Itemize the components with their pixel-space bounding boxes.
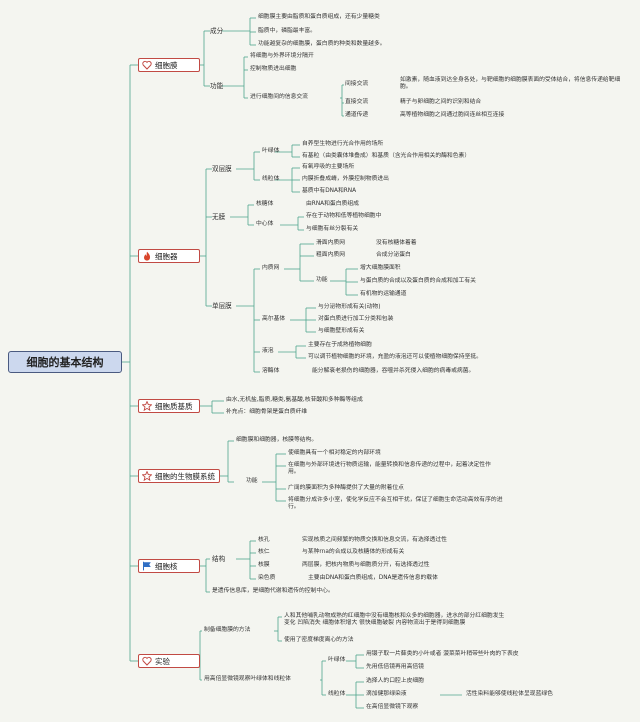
root-node: 细胞的基本结构 [8, 351, 122, 373]
label-channel: 通道传递 [345, 112, 369, 118]
text-line: 由水,无机盐,脂质,糖类,氨基酸,核苷酸和多种酶等组成 [226, 397, 363, 403]
text-line: 补充点：细胞骨架是蛋白质纤维 [226, 409, 308, 415]
label-nucleolus: 核仁 [258, 549, 270, 555]
text-line: 与某种rna的合成以及核糖体的形成有关 [302, 549, 405, 555]
text-line: 活性染料能够使线粒体呈现蓝绿色 [466, 691, 553, 697]
category-cell-membrane: 细胞膜 [138, 58, 200, 72]
text-line: 自养型生物进行光合作用的场所 [302, 141, 384, 147]
text-line: 先用低倍镜再用高倍镜 [366, 664, 424, 670]
label-mitochondria: 线粒体 [262, 176, 280, 182]
label-golgi: 高尔基体 [262, 316, 286, 322]
label-no-membrane: 无膜 [212, 213, 226, 221]
label-nuclear-membrane: 核膜 [258, 562, 270, 568]
text-line: 与蛋白质的合成以及蛋白质的合成和加工有关 [360, 278, 476, 284]
text-line: 脂质中，磷脂最丰富。 [258, 28, 316, 34]
text-line: 使细胞具有一个相对稳定的内部环境 [288, 450, 381, 456]
label-er: 内质网 [262, 265, 280, 271]
text-line: 控制物质进出细胞 [250, 66, 297, 72]
heart-icon [142, 656, 152, 666]
category-organelle: 细胞器 [138, 249, 200, 263]
text-line: 存在于动物和低等植物细胞中 [306, 213, 382, 219]
label-direct: 直接交流 [345, 99, 369, 105]
label-centrosome: 中心体 [256, 221, 274, 227]
text-line: 广阔的膜面积为多种酶提供了大量的附着位点 [288, 485, 404, 491]
flag-icon [142, 561, 152, 571]
text-line: 在高倍显微镜下观察 [366, 704, 419, 710]
star-icon [141, 470, 153, 482]
text-line: 基质中有DNA和RNA [302, 188, 357, 194]
category-label: 细胞质基质 [155, 401, 193, 411]
label-method: 制备细胞膜的方法 [204, 627, 251, 633]
label-observe: 用高倍显微镜观察叶绿体和线粒体 [204, 676, 291, 682]
text-line: 人和其他哺乳动物成熟的红细胞中没有细胞核和众多的细胞器，进水的部分红细胞发生变化… [284, 613, 505, 626]
category-label: 细胞膜 [155, 60, 178, 70]
label-lysosome: 溶酶体 [262, 368, 280, 374]
label-chromatin: 染色质 [258, 575, 276, 581]
category-label: 细胞核 [155, 561, 178, 571]
category-biomembrane: 细胞的生物膜系统 [138, 469, 220, 483]
label-nuclear-pore: 核孔 [258, 537, 270, 543]
text-line: 由RNA和蛋白质组成 [306, 201, 359, 207]
star-icon [141, 400, 153, 412]
category-experiment: 实验 [138, 654, 200, 668]
category-matrix: 细胞质基质 [138, 399, 200, 413]
label-composition: 成分 [210, 27, 224, 35]
label-single: 单层膜 [212, 302, 232, 310]
text-line: 合成分泌蛋白 [376, 252, 411, 258]
text-line: 两层膜，把核内物质与细胞质分开，有选择透过性 [302, 562, 430, 568]
text-line: 可以调节植物细胞的环境，充盈的液泡还可以使植物细胞保持坚挺。 [308, 354, 482, 360]
label-structure: 结构 [212, 555, 226, 563]
text-line: 将细胞与外界环境分隔开 [250, 53, 314, 59]
text-line: 在细胞与外部环境进行物质运输，能量转换和信息传递的过程中，起着决定性作用。 [288, 462, 491, 475]
category-label: 细胞器 [155, 251, 178, 261]
label-function: 功能 [246, 478, 258, 484]
text-line: 与分泌物形成有关(动物) [318, 304, 381, 310]
text-line: 内膜折叠成嵴，外膜控制物质进出 [302, 176, 389, 182]
text-line: 功能越复杂的细胞膜，蛋白质的种类和数量越多。 [258, 41, 386, 47]
label-double: 双层膜 [212, 165, 232, 173]
text-line: 实现核质之间频繁的物质交换和信息交流，有选择透过性 [302, 537, 447, 543]
text-line: 与细胞有丝分裂有关 [306, 226, 359, 232]
text-line: 进行细胞间的信息交流 [250, 94, 308, 100]
fire-icon [142, 251, 152, 261]
category-label: 细胞的生物膜系统 [155, 471, 215, 481]
text-line: 对蛋白质进行加工分类和包装 [318, 316, 394, 322]
text-line: 细胞膜主要由脂质和蛋白质组成，还有少量糖类 [258, 14, 380, 20]
label-er-function: 功能 [316, 277, 328, 283]
text-line: 主要由DNA和蛋白质组成，DNA是遗传信息的载体 [308, 575, 438, 581]
label-ribosome: 核糖体 [256, 201, 274, 207]
text-line: 有氧呼吸的主要场所 [302, 164, 355, 170]
heart-icon [142, 60, 152, 70]
text-line: 细胞膜和细胞器，核膜等结构。 [236, 437, 318, 443]
text-line: 用镊子取一片藓类的小叶或者 菠菜菜叶稍带些叶肉的下表皮 [366, 651, 519, 657]
text-line: 高等植物细胞之间通过胞间连丝相互连接 [400, 112, 505, 118]
text-line: 将细胞分成许多小室，使化学反应不会互相干扰，保证了细胞生命活动高效有序的进行。 [288, 497, 503, 510]
text-line: 主要存在于成熟植物细胞 [308, 342, 372, 348]
label-chloroplast: 叶绿体 [262, 148, 280, 154]
category-label: 实验 [155, 656, 170, 666]
label-mitochondria: 线粒体 [328, 691, 346, 697]
text-line: 使用了密度梯度离心的方法 [284, 637, 354, 643]
text-line: 没有核糖体着着 [376, 240, 417, 246]
text-line: 与细胞壁形成有关 [318, 328, 365, 334]
label-rough-er: 粗面内质网 [316, 252, 345, 258]
label-indirect: 间接交流 [345, 81, 369, 87]
label-vacuole: 液泡 [262, 348, 274, 354]
label-smooth-er: 滑面内质网 [316, 240, 345, 246]
text-line: 如激素，随血液到达全身各处，与靶细胞的细胞膜表面的受体结合，将信息传递给靶细胞。 [400, 77, 621, 90]
label-function: 功能 [210, 82, 224, 90]
label-chloroplast: 叶绿体 [328, 657, 346, 663]
text-line: 增大细胞膜面积 [360, 265, 401, 271]
text-line: 有基粒（由类囊体堆叠成）和基质（含光合作用相关的酶和色素） [302, 153, 471, 159]
text-line: 是遗传信息库，是细胞代谢和遗传的控制中心。 [212, 588, 334, 594]
text-line: 选择人的口腔上皮细胞 [366, 678, 424, 684]
text-line: 精子与卵细胞之间的识别和结合 [400, 99, 482, 105]
text-line: 滴加健那绿染液 [366, 691, 407, 697]
text-line: 能分解衰老损伤的细胞器，吞噬并杀死侵入细胞的病毒或病菌。 [312, 368, 475, 374]
text-line: 有机物的运输通道 [360, 291, 407, 297]
category-nucleus: 细胞核 [138, 559, 200, 573]
